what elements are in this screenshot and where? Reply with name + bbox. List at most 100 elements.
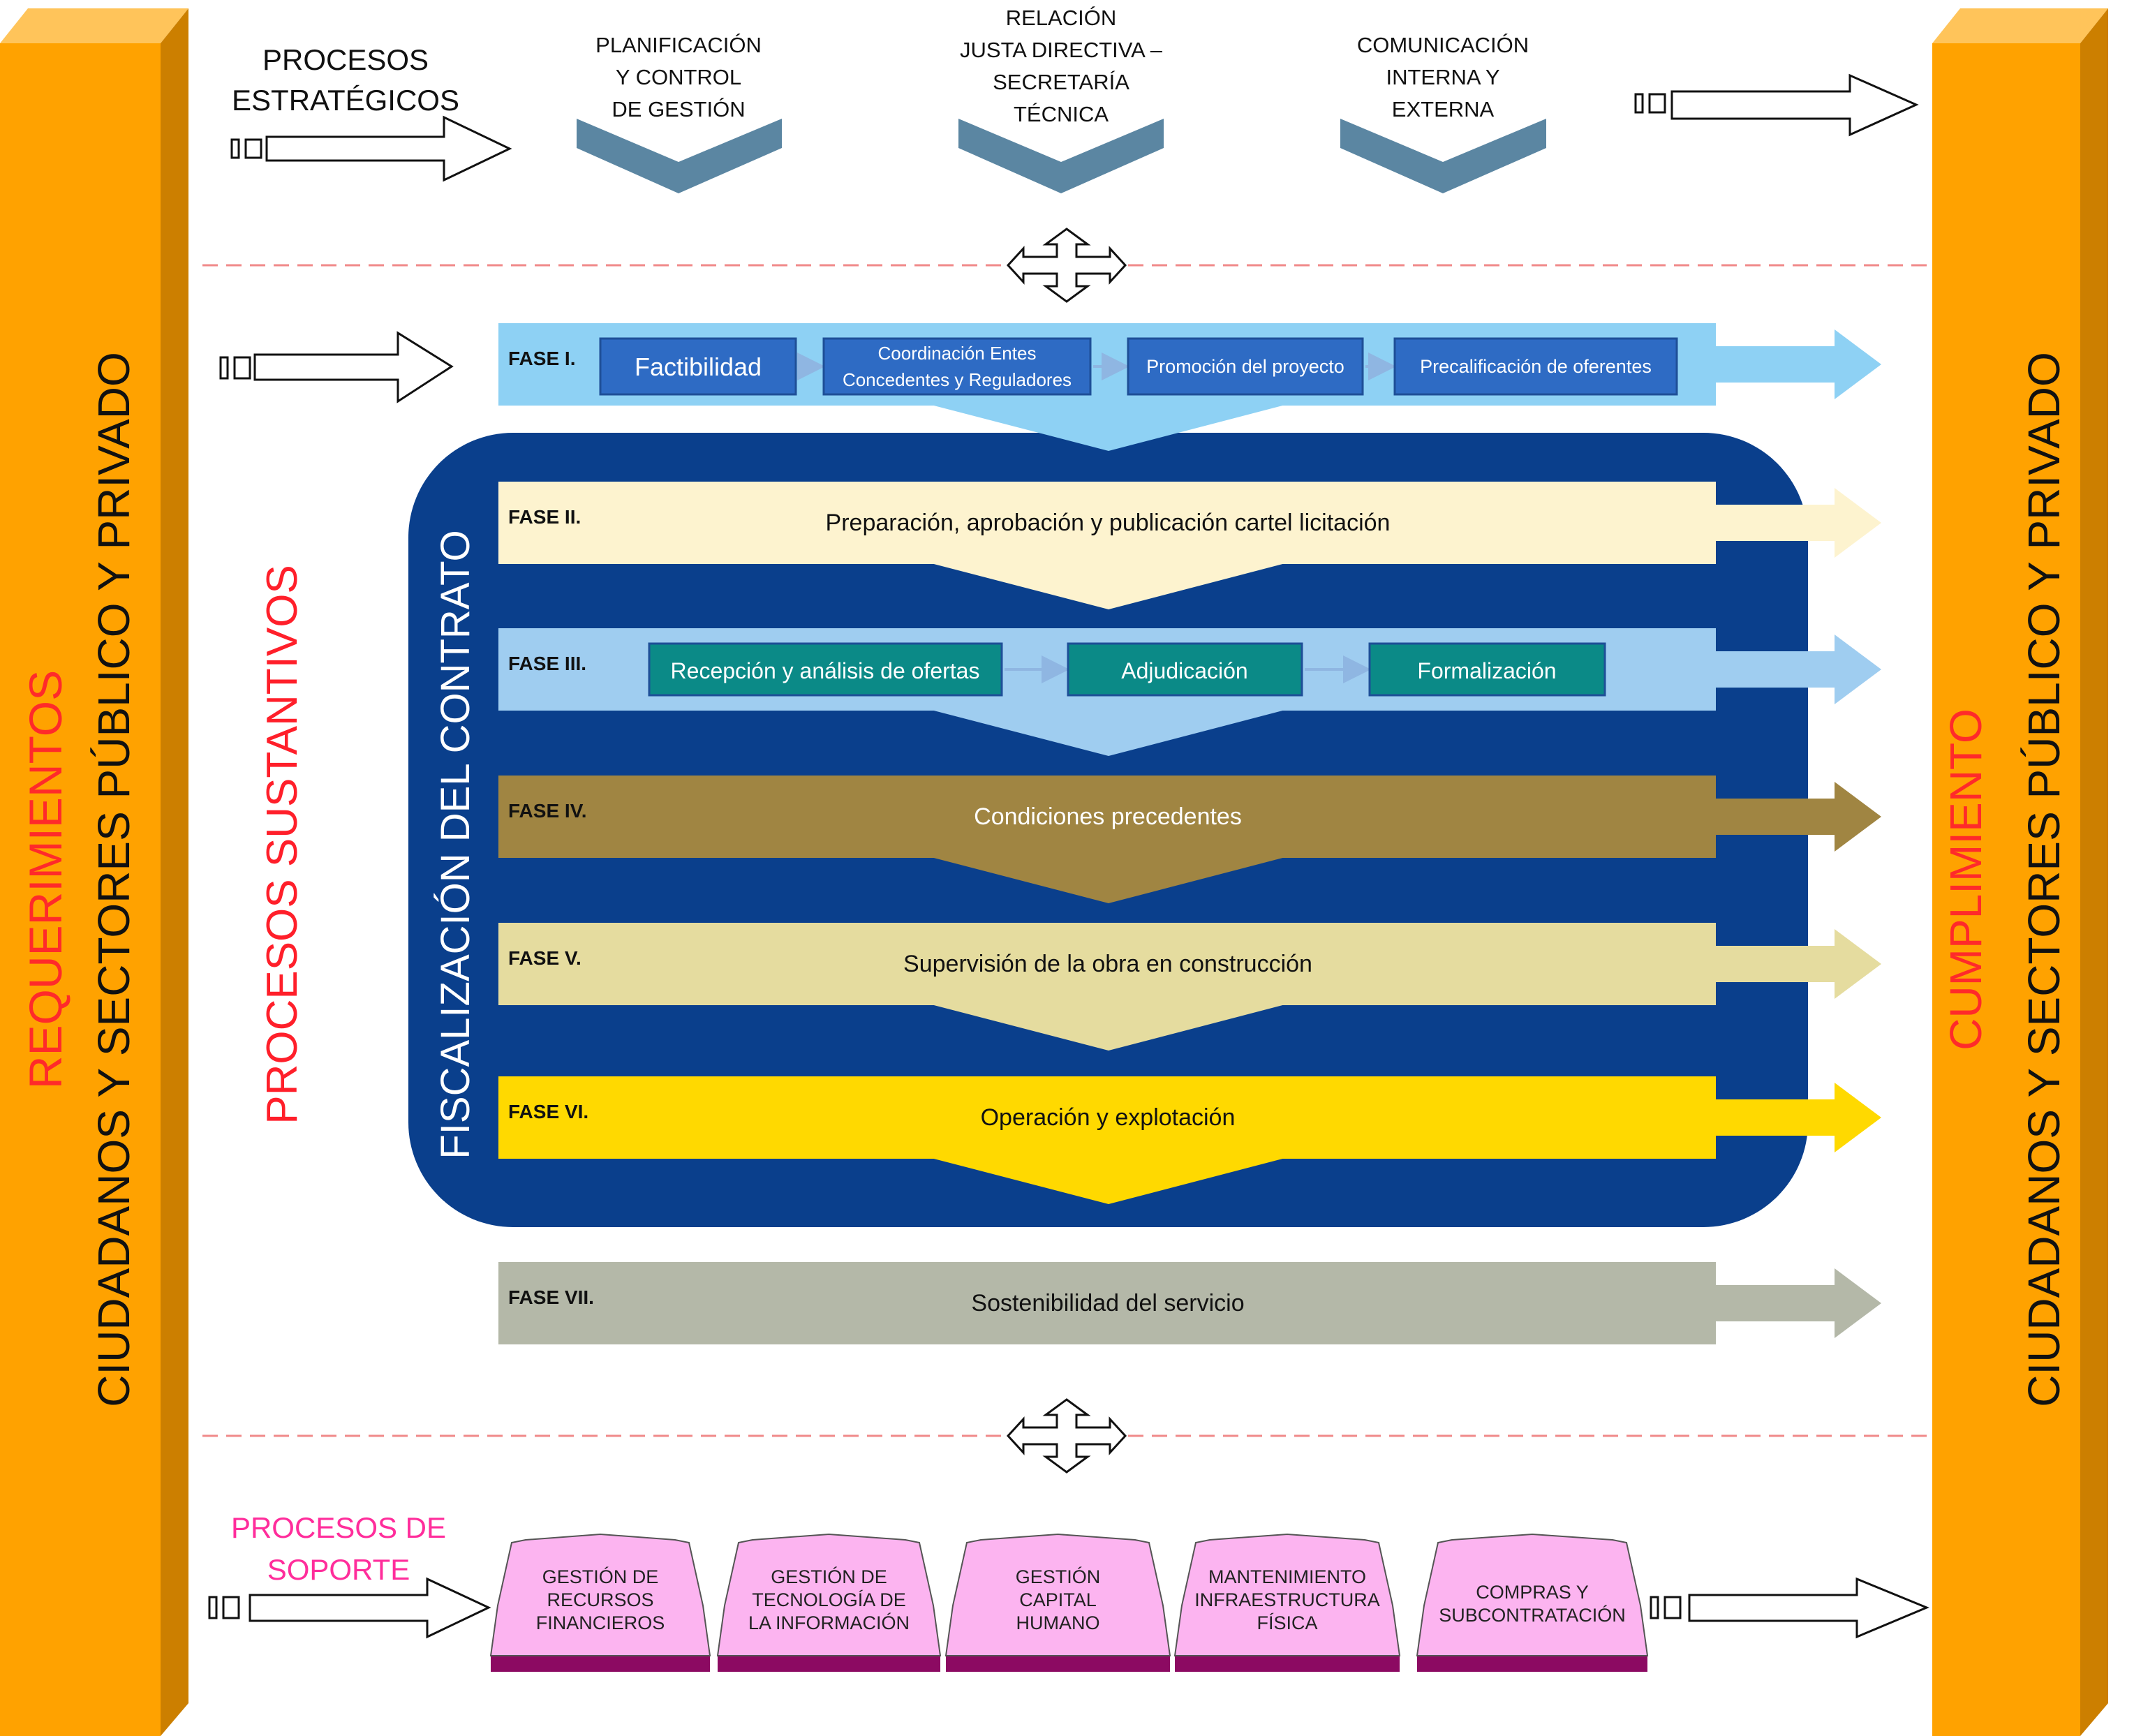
- left-pillar-side: [161, 8, 188, 1736]
- phase-4-band: [498, 776, 1716, 858]
- phase-3-label: FASE III.: [508, 653, 586, 674]
- phase-3-step-1-label: Adjudicación: [1121, 658, 1247, 683]
- support-item-1-line-1: TECNOLOGÍA DE: [752, 1589, 906, 1610]
- phase-4-text: Condiciones precedentes: [974, 803, 1242, 830]
- phase-2-text: Preparación, aprobación y publicación ca…: [826, 510, 1391, 536]
- right-pillar: CUMPLIMIENTO CIUDADANOS Y SECTORES PÚBLI…: [1932, 8, 2108, 1736]
- strategic-item-2-line-0: COMUNICACIÓN: [1357, 33, 1529, 57]
- phase-6-text: Operación y explotación: [981, 1104, 1236, 1131]
- chevron-planificacion: [577, 119, 782, 193]
- support-item-3-line-2: FÍSICA: [1257, 1612, 1317, 1633]
- right-pillar-subtitle: CIUDADANOS Y SECTORES PÚBLICO Y PRIVADO: [2019, 352, 2069, 1407]
- strategic-item-0-line-1: Y CONTROL: [616, 65, 741, 89]
- support-item-4-line-1: SUBCONTRATACIÓN: [1439, 1604, 1626, 1626]
- right-pillar-side: [2080, 8, 2108, 1736]
- support-item-1-box: [716, 1533, 942, 1656]
- phase-2-label: FASE II.: [508, 506, 581, 528]
- strategic-item-1-line-1: JUSTA DIRECTIVA –: [960, 38, 1163, 62]
- phase-3-down-arrow: [928, 709, 1288, 756]
- support-item-4-line-0: COMPRAS Y: [1476, 1582, 1589, 1603]
- four-way-arrow-top: [1006, 228, 1127, 303]
- strategic-item-0-line-2: DE GESTIÓN: [612, 97, 745, 121]
- phase-7-output-arrow: [1716, 1268, 1881, 1338]
- strategic-output-arrow: [1634, 73, 1919, 137]
- support-title-line2: SOPORTE: [267, 1553, 410, 1586]
- support-item-2-line-1: CAPITAL: [1019, 1589, 1097, 1610]
- phase-2: FASE II. Preparación, aprobación y public…: [498, 482, 1881, 609]
- support-item-3-line-1: INFRAESTRUCTURA: [1194, 1589, 1380, 1610]
- support-item-0-box: [489, 1533, 711, 1656]
- phase-1-step-2: [1127, 337, 1364, 396]
- strategic-item-0-line-0: PLANIFICACIÓN: [595, 33, 762, 57]
- phase-7-band: [498, 1262, 1716, 1344]
- phase-4-down-arrow: [928, 856, 1288, 903]
- phase-4-label: FASE IV.: [508, 800, 587, 822]
- four-way-arrow-bottom: [1006, 1398, 1127, 1474]
- phase-4: FASE IV. Condiciones precedentes: [498, 776, 1881, 903]
- strategic-item-1-line-0: RELACIÓN: [1006, 6, 1116, 30]
- support-item-2-line-2: HUMANO: [1016, 1612, 1100, 1633]
- strategic-item-2-line-2: EXTERNA: [1392, 97, 1495, 121]
- support-item-3-line-0: MANTENIMIENTO: [1208, 1566, 1366, 1587]
- phase-5: FASE V. Supervisión de la obra en constru…: [498, 923, 1881, 1051]
- phase-2-output-arrow: [1716, 488, 1881, 558]
- phase-7-text: Sostenibilidad del servicio: [971, 1290, 1244, 1316]
- strategic-item-2-line-1: INTERNA Y: [1386, 65, 1499, 89]
- phase-7-label: FASE VII.: [508, 1286, 594, 1308]
- support-item-1-line-0: GESTIÓN DE: [771, 1566, 887, 1587]
- phase-1-step-0: [599, 337, 797, 396]
- support-item-2-line-0: GESTIÓN: [1016, 1566, 1101, 1587]
- phase-3-step-0: [648, 642, 1003, 697]
- phase-5-down-arrow: [928, 1004, 1288, 1051]
- left-pillar-subtitle: CIUDADANOS Y SECTORES PÚBLICO Y PRIVADO: [89, 352, 139, 1407]
- phase-5-label: FASE V.: [508, 947, 581, 969]
- support-item-4-box: [1416, 1533, 1649, 1656]
- phase-1-label: FASE I.: [508, 348, 575, 369]
- strategic-item-1-line-2: SECRETARÍA: [993, 70, 1129, 94]
- phase-5-band: [498, 923, 1716, 1005]
- phase-1-step-1: [822, 337, 1092, 396]
- support-item-0-line-2: FINANCIEROS: [536, 1612, 665, 1633]
- phase-7: FASE VII. Sostenibilidad del servicio: [498, 1262, 1881, 1344]
- substantive-input-arrow: [219, 331, 454, 403]
- strategic-input-arrow: [230, 115, 512, 182]
- phase-5-text: Supervisión de la obra en construcción: [903, 951, 1312, 977]
- phase-6-band: [498, 1076, 1716, 1159]
- phase-1-step-3-label: Precalificación de oferentes: [1420, 356, 1652, 377]
- phase-3: FASE III.Recepción y análisis de ofertas…: [498, 628, 1881, 756]
- phase-1-step-0-label: Factibilidad: [635, 353, 762, 381]
- right-pillar-title: CUMPLIMIENTO: [1941, 709, 1991, 1051]
- strategic-item-1-line-3: TÉCNICA: [1014, 102, 1109, 126]
- chevron-comunicacion: [1340, 119, 1546, 193]
- chevron-relacion: [958, 119, 1164, 193]
- left-pillar-front: [0, 43, 161, 1736]
- phase-1-step-2-label: Promoción del proyecto: [1146, 356, 1344, 377]
- strategic-title-line1: PROCESOS: [262, 43, 429, 76]
- phase-4-output-arrow: [1716, 782, 1881, 852]
- phase-6-down-arrow: [928, 1157, 1288, 1204]
- support-item-3-box: [1173, 1533, 1401, 1656]
- support-output-arrow: [1650, 1577, 1929, 1639]
- right-pillar-front: [1932, 43, 2080, 1736]
- support-input-arrow: [208, 1577, 491, 1639]
- phase-6-output-arrow: [1716, 1083, 1881, 1152]
- phase-3-step-2: [1368, 642, 1606, 697]
- oversight-label: FISCALIZACIÓN DEL CONTRATO: [433, 530, 478, 1159]
- phase-6-label: FASE VI.: [508, 1101, 588, 1122]
- support-item-0-line-1: RECURSOS: [547, 1589, 653, 1610]
- support-item-0-line-0: GESTIÓN DE: [542, 1566, 659, 1587]
- phase-1-output-arrow: [1716, 329, 1881, 399]
- phase-3-output-arrow: [1716, 635, 1881, 704]
- support-item-2-box: [944, 1533, 1171, 1656]
- support-title-line1: PROCESOS DE: [231, 1511, 446, 1544]
- phase-1-down-arrow: [928, 404, 1288, 451]
